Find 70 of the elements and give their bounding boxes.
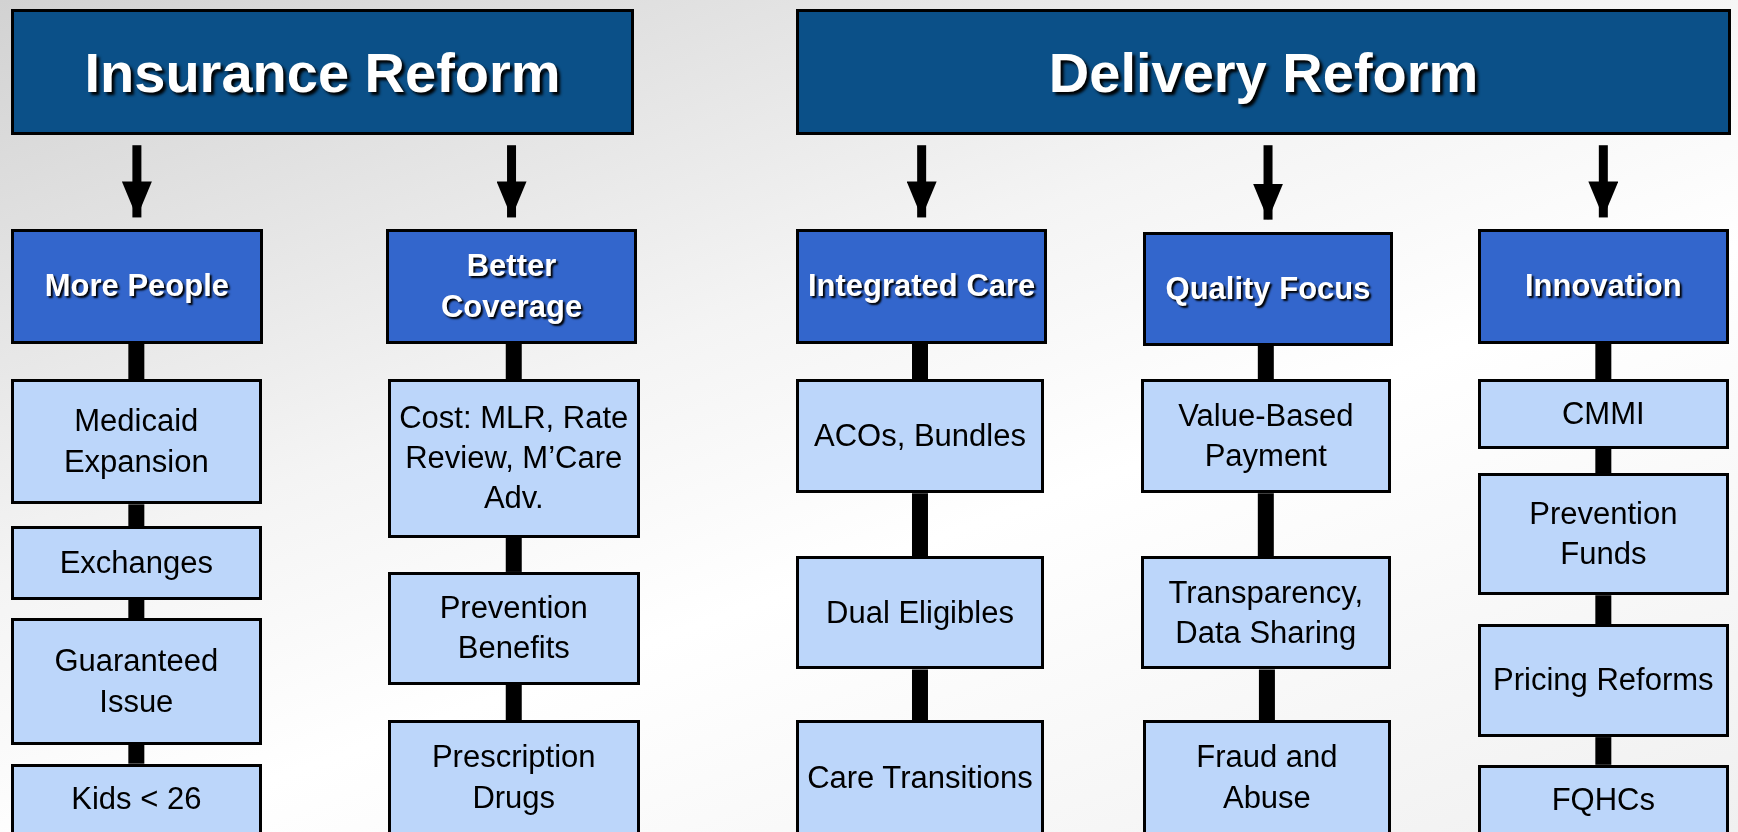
box-label: Prevention Benefits — [438, 589, 589, 668]
connector-line — [1595, 737, 1612, 765]
connector-line — [505, 537, 522, 572]
box-label: Prescription Drugs — [430, 738, 597, 817]
box-label: Dual Eligibles — [825, 593, 1015, 632]
item-box — [795, 379, 1045, 494]
connector-line — [128, 343, 145, 380]
item-box — [1142, 720, 1392, 832]
arrow — [906, 145, 937, 218]
connector-line — [128, 744, 145, 764]
box-label: Better Coverage — [439, 247, 584, 326]
box-label: Kids < 26 — [70, 780, 203, 819]
item-box — [387, 720, 640, 832]
box-label: CMMI — [1561, 394, 1646, 433]
category-box — [11, 229, 263, 344]
box-label: More People — [43, 267, 231, 306]
connector-line — [912, 343, 928, 380]
connector-line — [912, 493, 928, 557]
box-label: Guaranteed Issue — [53, 642, 220, 721]
item-box — [1140, 379, 1392, 494]
box-label: Value-Based Payment — [1177, 396, 1355, 476]
box-label: Transparency, Data Sharing — [1167, 573, 1365, 652]
category-box — [1477, 229, 1730, 344]
arrow — [496, 145, 527, 218]
connector-line — [1595, 343, 1612, 380]
item-box — [1477, 764, 1730, 832]
item-box — [387, 379, 640, 538]
box-label: Medicaid Expansion — [62, 402, 210, 481]
item-box — [795, 556, 1045, 670]
box-label: Integrated Care — [806, 267, 1037, 306]
arrow — [1253, 145, 1284, 220]
category-box — [385, 229, 638, 344]
arrow — [1588, 145, 1619, 218]
box-label: Pricing Reforms — [1492, 661, 1715, 700]
connector-line — [912, 669, 928, 721]
item-box — [1477, 473, 1730, 596]
connector-line — [1595, 448, 1612, 474]
box-label: Innovation — [1523, 267, 1683, 306]
box-label: FQHCs — [1550, 780, 1656, 819]
box-label: Cost: MLR, Rate Review, M’Care Adv. — [398, 398, 630, 518]
box-label: Fraud and Abuse — [1195, 738, 1339, 817]
arrow — [121, 145, 152, 218]
connector-line — [505, 343, 522, 380]
connector-line — [1257, 493, 1274, 557]
header-box — [795, 8, 1732, 136]
header-box — [11, 8, 634, 136]
header-title: Insurance Reform — [83, 39, 562, 105]
connector-line — [1258, 669, 1275, 721]
item-box — [1477, 379, 1730, 449]
item-box — [11, 379, 262, 505]
item-box — [11, 763, 262, 832]
box-label: ACOs, Bundles — [813, 417, 1027, 455]
connector-line — [1257, 345, 1274, 380]
box-label: Quality Focus — [1164, 269, 1372, 308]
category-box — [795, 229, 1048, 344]
item-box — [795, 720, 1045, 832]
category-box — [1142, 231, 1394, 346]
header-title: Delivery Reform — [1047, 39, 1480, 105]
connector-line — [128, 504, 145, 527]
connector-line — [505, 685, 522, 721]
box-label: Exchanges — [58, 543, 214, 582]
item-box — [11, 618, 262, 745]
item-box — [11, 526, 262, 600]
box-label: Prevention Funds — [1528, 494, 1679, 574]
connector-line — [1595, 595, 1612, 625]
item-box — [387, 571, 640, 685]
item-box — [1477, 624, 1730, 738]
connector-line — [128, 599, 145, 619]
item-box — [1140, 556, 1392, 670]
box-label: Care Transitions — [806, 758, 1034, 797]
